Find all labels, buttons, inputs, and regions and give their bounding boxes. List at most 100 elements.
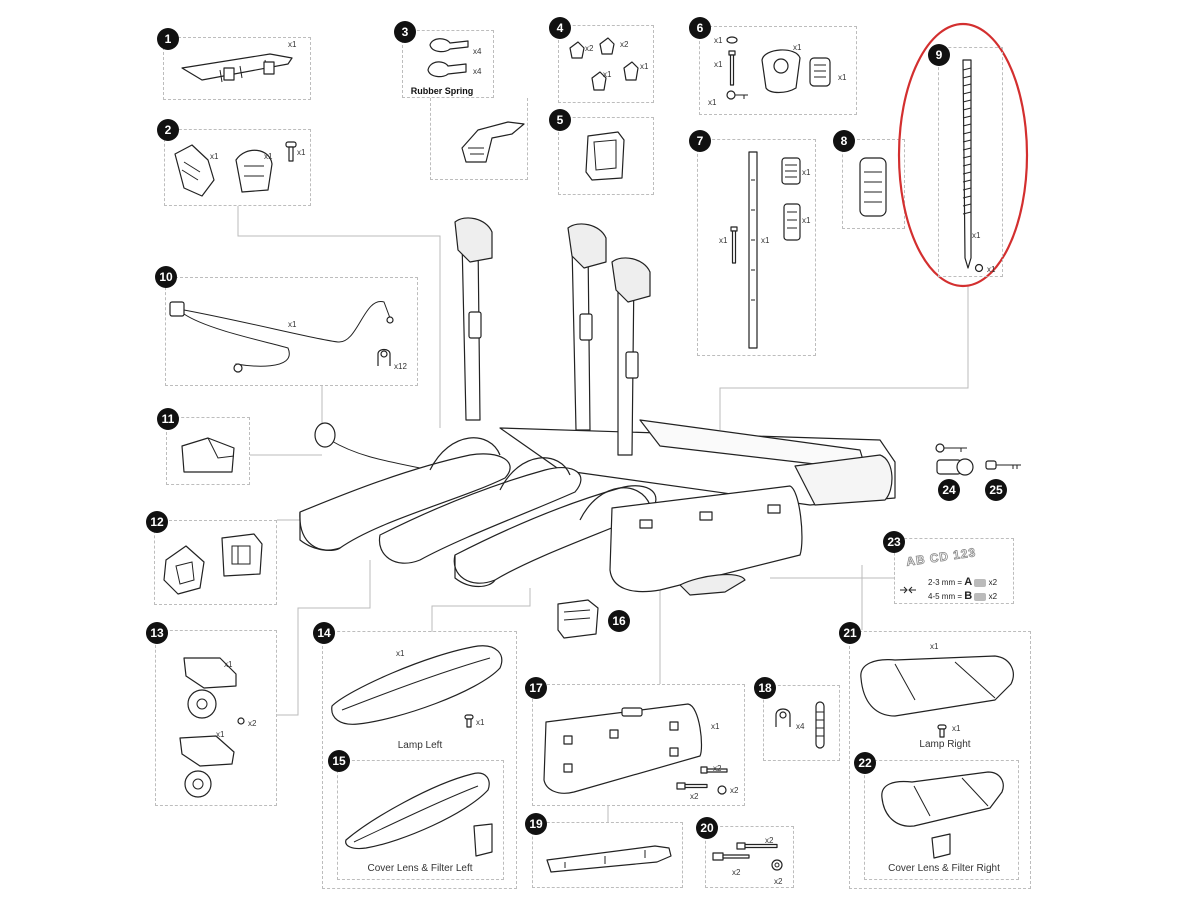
item-2-qty-b: x1 [264,152,273,161]
item-13-part-a [183,657,237,719]
item-17-number: 17 [525,677,547,699]
item-23-row-b-letter: B [964,590,973,602]
item-13-number: 13 [146,622,168,644]
item-17-qty-d: x2 [730,786,739,795]
item-9-highlight-ellipse [897,22,1029,288]
item-2-qty-c: x1 [297,148,306,157]
item-9-qty-b: x1 [987,265,996,274]
item-18-tie [815,701,825,749]
item-4-qty-a: x2 [585,44,594,53]
item-18-box [763,685,840,761]
item-14-number: 14 [313,622,335,644]
item-3-spring-a [429,38,469,53]
item-21-box [849,631,1031,889]
item-20-qty-c: x2 [774,877,783,886]
item-9-screw [974,263,984,273]
item-6-lock [761,49,801,94]
item-7-qty-c: x1 [719,236,728,245]
item-17-bolt-b [676,782,708,790]
item-9-strap [962,59,972,269]
item-22-filter [931,833,951,859]
item-25-key [985,460,1021,470]
item-10-clip [377,348,391,366]
item-24-lock-cylinder [936,458,974,476]
item-19-box [532,822,683,888]
item-1-box [163,37,311,100]
item-3-qty-a: x4 [473,47,482,56]
item-4-clip-b [599,37,615,55]
item-23-row-a-range: 2-3 mm = [928,578,963,587]
item-22-number: 22 [854,752,876,774]
item-13-box [155,630,277,806]
item-7-strap [748,151,758,349]
item-6-box [699,26,857,115]
item-7-number: 7 [689,130,711,152]
item-4-box [558,25,654,103]
item-2-part-a [174,144,215,197]
item-22-box [864,760,1019,880]
item-15-cover [345,772,490,850]
item-7-qty-a: x1 [802,168,811,177]
item-1-part [181,53,293,83]
item-14-qty-b: x1 [476,718,485,727]
item-12-box [154,520,277,605]
item-6-qty-a: x1 [714,36,723,45]
item-23-row-a: 2-3 mm = A x2 [928,576,997,588]
item-15-caption: Cover Lens & Filter Left [367,863,473,874]
item-23-spacer-a-icon [974,578,987,587]
item-23-row-b-qty: x2 [988,592,998,601]
item-25-number: 25 [985,479,1007,501]
item-6-number: 6 [689,17,711,39]
item-20-box [705,826,794,888]
item-12-part-a [163,545,205,595]
item-14-screw [464,714,474,728]
item-17-qty-c: x2 [690,792,699,801]
item-22-cover [881,771,1004,827]
item-14-caption: Lamp Left [397,740,443,751]
item-23-row-b: 4-5 mm = B x2 [928,590,997,602]
item-15-box [337,760,504,880]
item-17-plate [543,703,703,794]
item-12-part-b [221,533,263,577]
item-18-number: 18 [754,677,776,699]
item-19-part [546,845,672,873]
item-24-key [935,443,967,453]
item-1-number: 1 [157,28,179,50]
item-4-clip-c [591,71,607,91]
item-6-key [726,90,748,100]
item-23-box [894,538,1014,604]
item-2-screw [285,141,297,162]
item-14-qty-a: x1 [396,649,405,658]
item-3-number: 3 [394,21,416,43]
item-4-qty-c: x1 [603,70,612,79]
item-2-part-b [235,149,273,193]
item-7-box [697,139,816,356]
item-4-qty-b: x2 [620,40,629,49]
item-2-qty-a: x1 [210,152,219,161]
item-17-qty-b: x2 [713,764,722,773]
item-17-box [532,684,745,806]
item-1-qty: x1 [288,40,297,49]
item-7-qty-d: x1 [761,236,770,245]
item-2-box [164,129,311,206]
item-20-number: 20 [696,817,718,839]
item-3-qty-b: x4 [473,67,482,76]
item-8-number: 8 [833,130,855,152]
item-20-qty-a: x2 [765,836,774,845]
item-21-number: 21 [839,622,861,644]
item-13-qty-b: x2 [248,719,257,728]
item-4-clip-d [623,61,639,81]
item-7-pad-a [781,157,801,185]
item-3-caption: Rubber Spring [410,86,474,96]
item-6-qty-c: x1 [708,98,717,107]
item-10-qty-b: x12 [394,362,407,371]
item-5-part [585,131,625,181]
item-6-qty-b: x1 [714,60,723,69]
item-3-box-lower [430,98,528,180]
item-18-qty: x4 [796,722,805,731]
item-23-row-a-qty: x2 [988,578,998,587]
item-22-caption: Cover Lens & Filter Right [888,863,1000,874]
item-9-box [938,47,1003,277]
item-19-number: 19 [525,813,547,835]
item-4-qty-d: x1 [640,62,649,71]
